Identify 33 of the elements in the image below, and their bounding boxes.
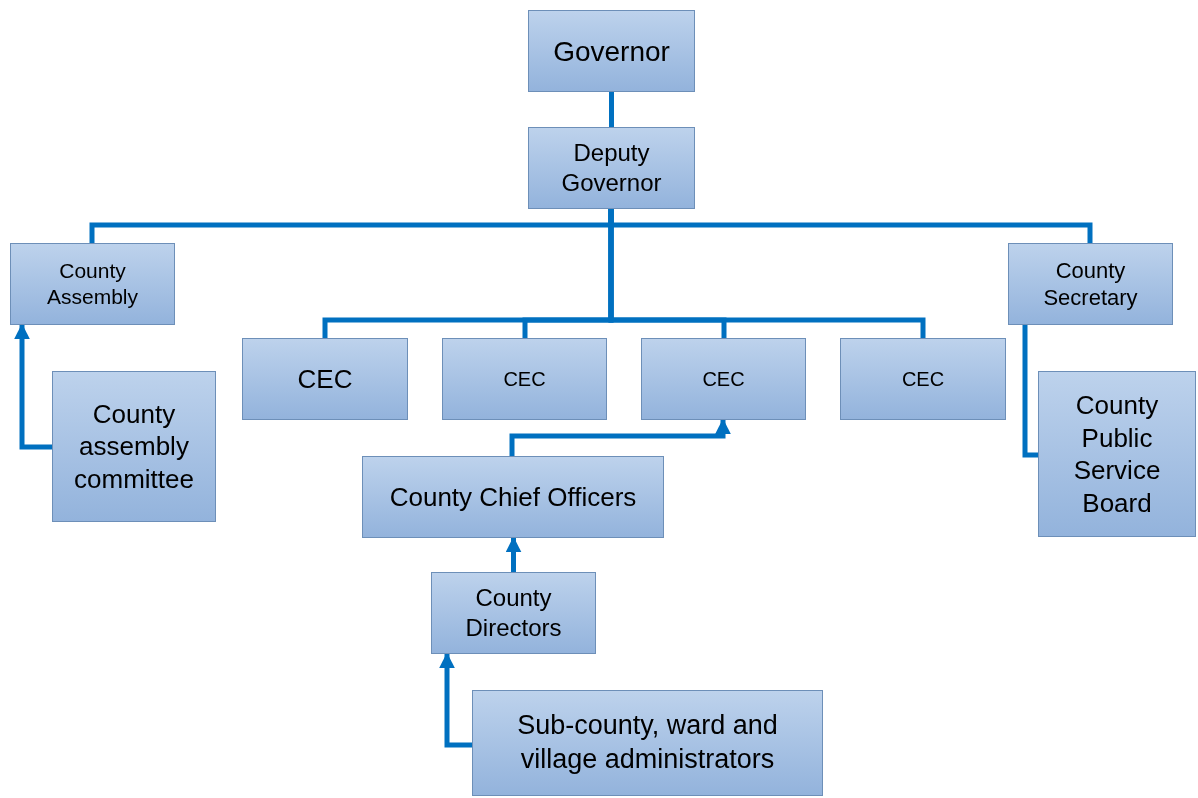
connector-line [509, 418, 731, 456]
org-box [242, 338, 408, 420]
box-label: County Public Service Board [1072, 389, 1162, 519]
org-box [431, 572, 596, 654]
connector-line [608, 209, 926, 338]
org-box [528, 10, 695, 92]
org-box [10, 243, 175, 325]
box-label: CEC [297, 362, 353, 396]
connector-line [14, 323, 52, 450]
org-box [442, 338, 607, 420]
org-box [362, 456, 664, 538]
org-box [472, 690, 823, 796]
box-label: CEC [702, 366, 745, 392]
box-label: Governor [553, 34, 670, 69]
org-box [840, 338, 1006, 420]
box-label: County Directors [464, 583, 563, 643]
connector-line [505, 536, 522, 572]
box-label: Deputy Governor [560, 138, 663, 198]
org-box [1038, 371, 1196, 537]
connector-line [1022, 325, 1038, 458]
connector-line [609, 92, 614, 127]
box-label: County Secretary [1042, 256, 1139, 312]
box-label: CEC [503, 366, 546, 392]
box-label: County Assembly [46, 257, 139, 310]
org-box [52, 371, 216, 522]
org-box [528, 127, 695, 209]
org-box [1008, 243, 1173, 325]
box-label: CEC [901, 366, 945, 392]
box-label: Sub-county, ward and village administrators [516, 709, 779, 776]
box-label: County assembly committee [73, 397, 195, 496]
org-box [641, 338, 806, 420]
box-label: County Chief Officers [389, 480, 637, 514]
connector-line [439, 652, 472, 748]
